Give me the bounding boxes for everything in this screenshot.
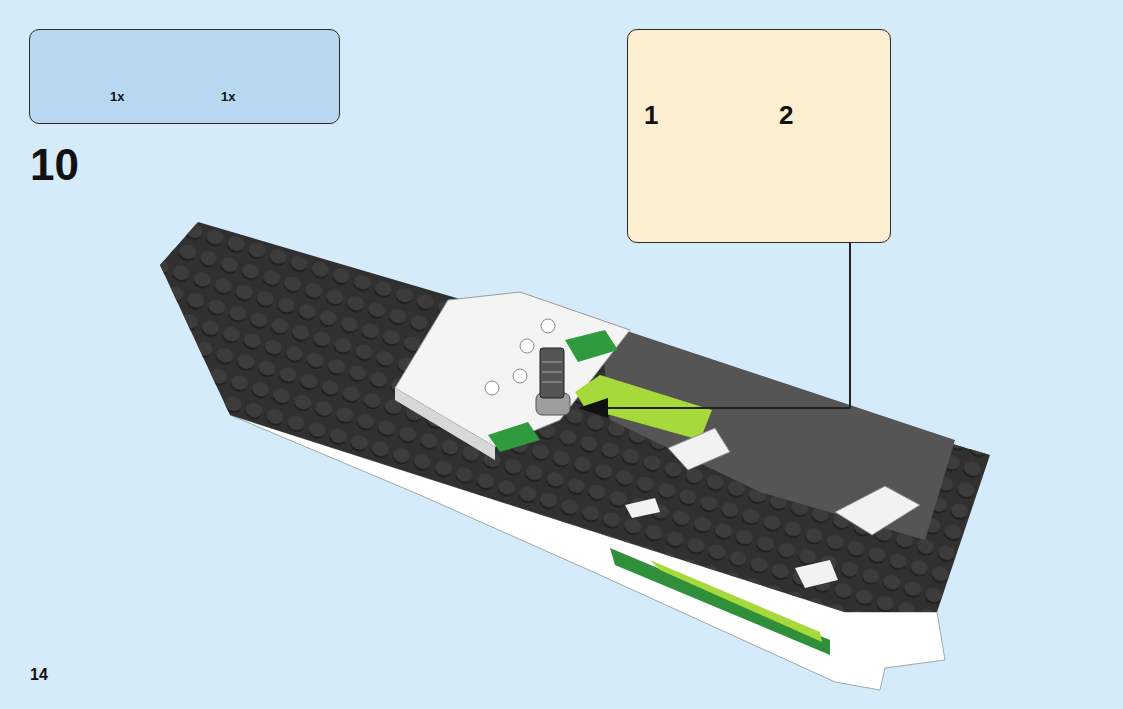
page-number: 14 xyxy=(30,667,48,683)
part-count: 1 xyxy=(644,102,658,128)
callout-panel: 12 xyxy=(627,29,891,243)
parts-panel: 1x 1x xyxy=(29,29,340,124)
part-count: 2 xyxy=(779,102,793,128)
part-count: 1x xyxy=(221,90,235,103)
part-count: 1x xyxy=(110,90,124,103)
step-number: 10 xyxy=(30,143,79,187)
